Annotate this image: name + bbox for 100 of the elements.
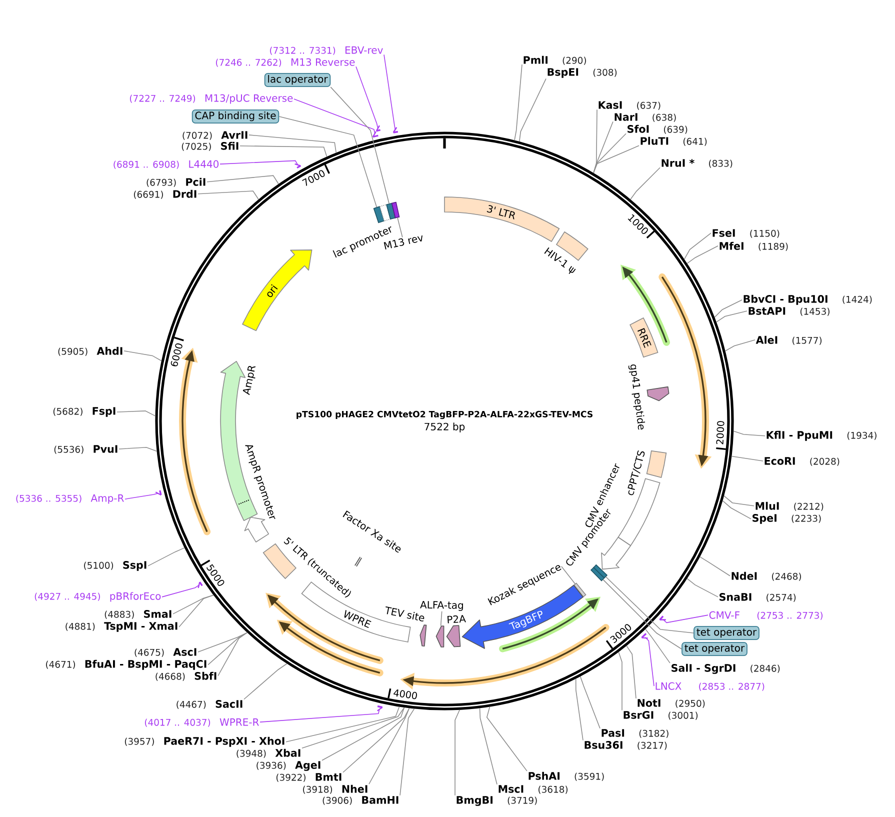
leader-line xyxy=(322,707,405,761)
enzyme-name: SfiI xyxy=(221,142,238,150)
cut-position: (2028) xyxy=(810,458,840,466)
leader-line xyxy=(368,708,410,784)
cut-position: (3001) xyxy=(668,712,698,720)
leader-line xyxy=(118,446,158,452)
enzyme-name: SacII xyxy=(216,700,242,708)
leader-line xyxy=(384,54,396,130)
feature-box xyxy=(574,582,586,598)
cut-position: (308) xyxy=(593,68,617,77)
enzyme-name: AhdI xyxy=(96,346,122,355)
leader-line xyxy=(440,610,442,626)
enzyme-name: SpeI xyxy=(752,514,776,524)
leader-line xyxy=(593,145,640,174)
leader-line xyxy=(302,707,405,748)
leader-line xyxy=(397,217,403,238)
enzyme-name: PaeR7I - PspXI - XhoI xyxy=(164,736,284,747)
leader-line xyxy=(593,109,598,174)
enzyme-name: BfuAI - BspMI - PaqCI xyxy=(85,660,206,670)
cut-position: (5905) xyxy=(58,348,88,356)
cut-position: (2212) xyxy=(794,502,824,511)
cut-position: (4467) xyxy=(176,700,206,709)
cut-position: (4671) xyxy=(46,660,76,669)
cut-position: (2574) xyxy=(766,594,796,602)
leader-line xyxy=(626,645,636,699)
cut-position: (3948) xyxy=(236,750,266,758)
primer-range: (7227 .. 7249) xyxy=(130,94,196,103)
leader-line xyxy=(714,299,742,318)
cut-position: (1189) xyxy=(758,242,788,251)
cut-position: (3957) xyxy=(124,738,154,746)
leader-line xyxy=(294,98,376,134)
cut-position: (1934) xyxy=(847,432,876,440)
leader-line xyxy=(686,245,718,264)
tick-label: 7000 xyxy=(302,170,325,186)
leader-line xyxy=(580,676,600,729)
plasmid-name: pTS100 pHAGE2 CMVtetO2 TagBFP-P2A-ALFA-22xGS-TEV-MCS xyxy=(296,410,592,420)
leader-line xyxy=(733,430,766,436)
primer-name: Amp-R xyxy=(90,494,124,504)
feature-box xyxy=(590,567,605,582)
primer-mark xyxy=(198,582,203,588)
leader-line xyxy=(260,708,380,722)
leader-line xyxy=(561,566,576,584)
feature-name: AmpR xyxy=(242,366,256,396)
leader-line xyxy=(662,614,708,624)
cut-position: (2468) xyxy=(772,572,801,581)
enzyme-name: PciI xyxy=(186,178,206,186)
leader-line xyxy=(454,710,460,796)
primer-name: WPRE-R xyxy=(220,718,259,726)
feature-box xyxy=(373,206,384,224)
enzyme-name: AgeI xyxy=(295,761,320,771)
enzyme-name: PasI xyxy=(602,729,624,737)
cut-position: (1577) xyxy=(792,336,822,345)
cut-position: (1453) xyxy=(800,308,830,316)
feature-label: CAP binding site xyxy=(192,109,280,124)
cut-position: (1424) xyxy=(842,296,872,304)
primer-name: M13 Reverse xyxy=(291,58,355,66)
leader-line xyxy=(645,628,670,664)
leader-line xyxy=(208,632,248,666)
primer-name: L4440 xyxy=(189,160,219,168)
primer-mark xyxy=(372,131,378,138)
feature-box xyxy=(391,202,400,218)
enzyme-name: XbaI xyxy=(275,748,300,757)
primer-range: (5336 .. 5355) xyxy=(16,494,82,503)
enzyme-name: PmlI xyxy=(524,56,548,64)
feature-name: gp41 peptide xyxy=(628,364,646,430)
primer-mark xyxy=(659,616,666,620)
leader-line xyxy=(630,167,660,200)
enzyme-name: FseI xyxy=(712,229,735,237)
enzyme-name: SnaBI xyxy=(720,593,752,601)
leader-line xyxy=(220,160,298,166)
enzyme-name: SmaI xyxy=(144,610,172,618)
leader-line xyxy=(116,410,156,416)
primer-range: (7312 .. 7331) xyxy=(270,46,336,55)
leader-line xyxy=(724,339,756,352)
cut-position: (3217) xyxy=(638,742,667,750)
primer-range: (2753 .. 2773) xyxy=(757,612,822,620)
primer-name: LNCX xyxy=(656,682,682,690)
primer-mark xyxy=(392,127,398,134)
leader-line xyxy=(248,134,337,154)
leader-line xyxy=(518,78,546,142)
leader-line xyxy=(400,708,415,796)
leader-line xyxy=(286,706,400,742)
leader-line xyxy=(162,584,200,598)
enzyme-name: MscI xyxy=(498,785,524,793)
cut-position: (5100) xyxy=(84,562,114,570)
cut-position: (4668) xyxy=(156,672,185,681)
leader-line xyxy=(218,632,248,676)
enzyme-name: NarI xyxy=(614,113,638,121)
primer-range: (6891 .. 6908) xyxy=(114,160,179,169)
cut-position: (641) xyxy=(683,138,707,146)
feature-block xyxy=(436,626,444,648)
enzyme-name: AscI xyxy=(173,648,196,656)
enzyme-name: NheI xyxy=(342,784,368,793)
enzyme-name: TspMI - XmaI xyxy=(104,622,178,632)
leader-line xyxy=(724,495,754,506)
cut-position: (5536) xyxy=(54,446,84,454)
enzyme-name: NdeI xyxy=(732,572,757,580)
cut-position: (4883) xyxy=(104,610,134,619)
enzyme-name: PluTI xyxy=(640,136,668,145)
leader-line xyxy=(700,556,730,576)
